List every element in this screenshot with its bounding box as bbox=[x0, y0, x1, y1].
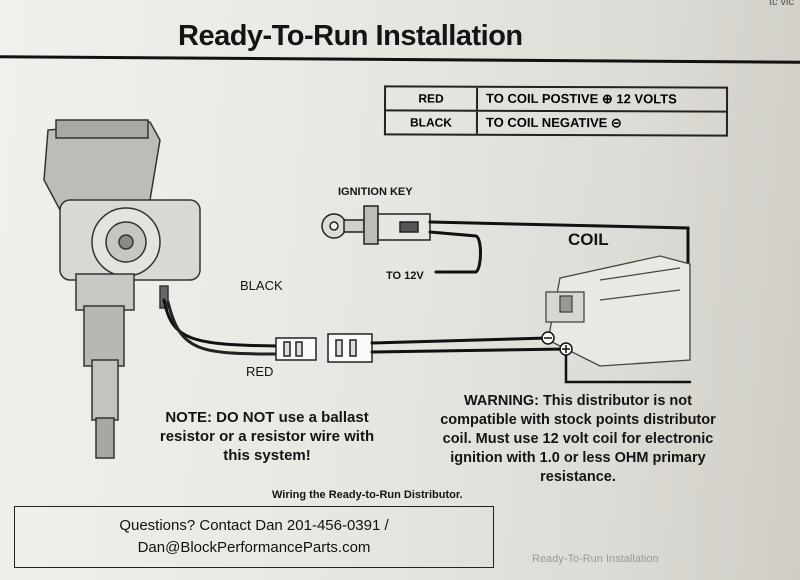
contact-email: Dan@BlockPerformanceParts.com bbox=[137, 539, 371, 556]
note-line: resistor or a resistor wire with bbox=[159, 428, 375, 445]
ignition-key-label: IGNITION KEY bbox=[338, 186, 413, 198]
warning-line: WARNING: This distributor is not bbox=[464, 393, 692, 409]
distributor-wires bbox=[162, 298, 280, 356]
footer-text: Ready-To-Run Installation bbox=[532, 553, 659, 565]
ignition-key-icon bbox=[321, 205, 431, 245]
contact-phone-line: Questions? Contact Dan 201-456-0391 / bbox=[119, 517, 389, 534]
to-12v-label: TO 12V bbox=[386, 270, 424, 282]
warning-line: compatible with stock points distributor bbox=[440, 412, 716, 428]
note-line: NOTE: DO NOT use a ballast bbox=[165, 409, 369, 426]
page-title: Ready-To-Run Installation bbox=[178, 20, 523, 52]
coil-illustration bbox=[545, 255, 691, 367]
ignition-wires bbox=[428, 220, 690, 274]
warning-line: resistance. bbox=[540, 469, 616, 485]
black-wire-label: BLACK bbox=[240, 278, 283, 293]
coil-label: COIL bbox=[568, 230, 609, 249]
distributor-illustration bbox=[43, 119, 201, 459]
ballast-note: NOTE: DO NOT use a ballast resistor or a… bbox=[142, 408, 392, 465]
warning-line: ignition with 1.0 or less OHM primary bbox=[450, 450, 706, 466]
coil-warning: WARNING: This distributor is not compati… bbox=[418, 392, 738, 487]
wire-connector bbox=[275, 333, 373, 363]
coil-wires bbox=[370, 336, 692, 384]
note-line: this system! bbox=[223, 447, 311, 464]
diagram-caption: Wiring the Ready-to-Run Distributor. bbox=[272, 489, 463, 501]
corner-text: tc vic bbox=[768, 0, 794, 8]
contact-box: Questions? Contact Dan 201-456-0391 / Da… bbox=[14, 506, 494, 568]
red-wire-label: RED bbox=[246, 364, 274, 379]
coil-terminal-symbols bbox=[541, 331, 573, 356]
warning-line: coil. Must use 12 volt coil for electron… bbox=[442, 431, 714, 447]
